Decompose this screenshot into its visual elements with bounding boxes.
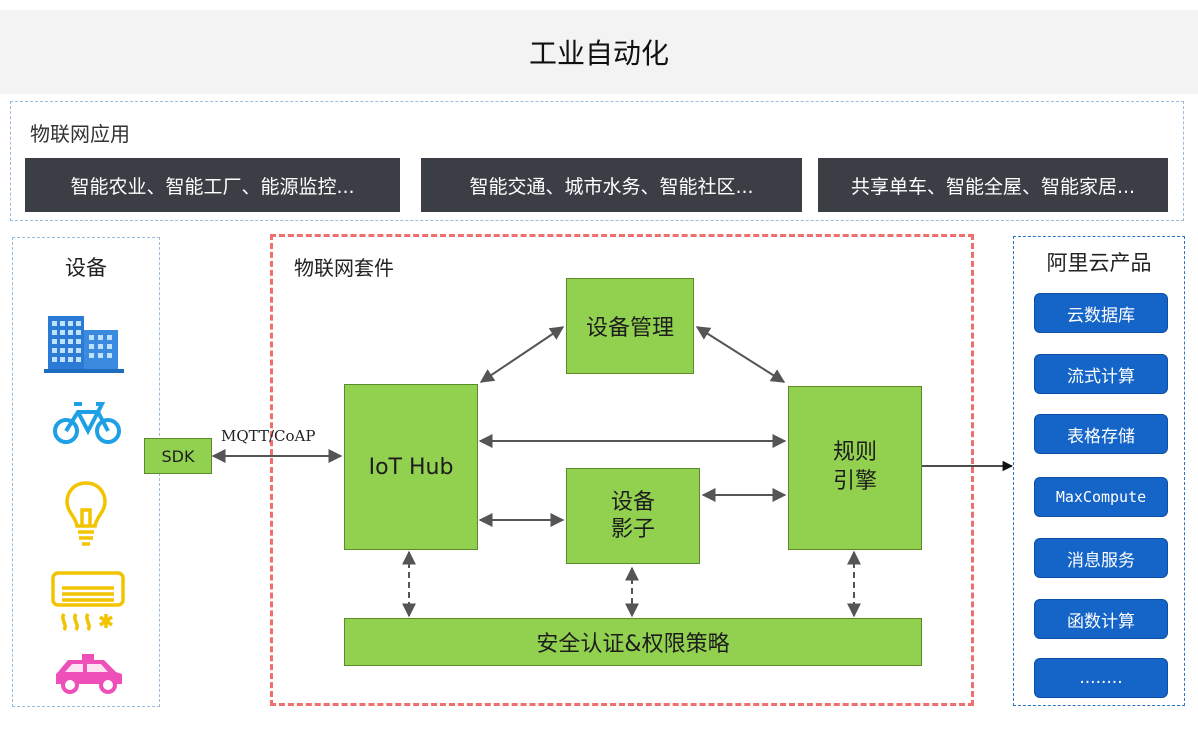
page-title: 工业自动化 bbox=[528, 37, 669, 70]
cloud-item-database: 云数据库 bbox=[1034, 293, 1168, 333]
cloud-item-message-service: 消息服务 bbox=[1034, 538, 1168, 578]
header-bar bbox=[0, 10, 1198, 94]
iot-kit-label: 物联网套件 bbox=[294, 256, 394, 280]
device-shadow-line2: 影子 bbox=[610, 517, 655, 542]
cloud-products-panel bbox=[1013, 236, 1185, 706]
applications-panel bbox=[10, 101, 1184, 221]
device-shadow-box: 设备 影子 bbox=[566, 468, 700, 564]
cloud-item-function-compute: 函数计算 bbox=[1034, 599, 1168, 639]
cloud-item-maxcompute: MaxCompute bbox=[1034, 477, 1168, 517]
bicycle-icon bbox=[53, 402, 121, 444]
app-item-2: 智能交通、城市水务、智能社区... bbox=[421, 158, 802, 212]
protocol-label: MQTT/CoAP bbox=[221, 427, 316, 445]
security-box: 安全认证&权限策略 bbox=[344, 618, 922, 666]
rules-engine-line2: 引擎 bbox=[832, 469, 877, 494]
device-shadow-line1: 设备 bbox=[610, 489, 655, 515]
cloud-item-more: ........ bbox=[1034, 658, 1168, 698]
app-item-1: 智能农业、智能工厂、能源监控... bbox=[25, 158, 400, 212]
arrow-management-rules bbox=[695, 326, 786, 383]
applications-label: 物联网应用 bbox=[30, 122, 130, 146]
rules-engine-line1: 规则 bbox=[832, 440, 877, 466]
cloud-item-stream-computing: 流式计算 bbox=[1034, 354, 1168, 394]
air-conditioner-icon bbox=[51, 571, 125, 631]
iot-hub-box: IoT Hub bbox=[344, 384, 478, 550]
arrow-hub-management bbox=[479, 326, 565, 383]
car-icon bbox=[56, 654, 122, 694]
sdk-box: SDK bbox=[144, 438, 212, 474]
cloud-item-table-store: 表格存储 bbox=[1034, 414, 1168, 454]
light-bulb-icon bbox=[65, 481, 107, 546]
building-icon bbox=[44, 316, 124, 373]
iot-kit-panel bbox=[270, 234, 974, 706]
cloud-products-label: 阿里云产品 bbox=[1046, 251, 1152, 275]
devices-label: 设备 bbox=[65, 256, 107, 280]
device-management-box: 设备管理 bbox=[566, 278, 694, 374]
app-item-3: 共享单车、智能全屋、智能家居... bbox=[818, 158, 1168, 212]
rules-engine-box: 规则 引擎 bbox=[788, 386, 922, 550]
